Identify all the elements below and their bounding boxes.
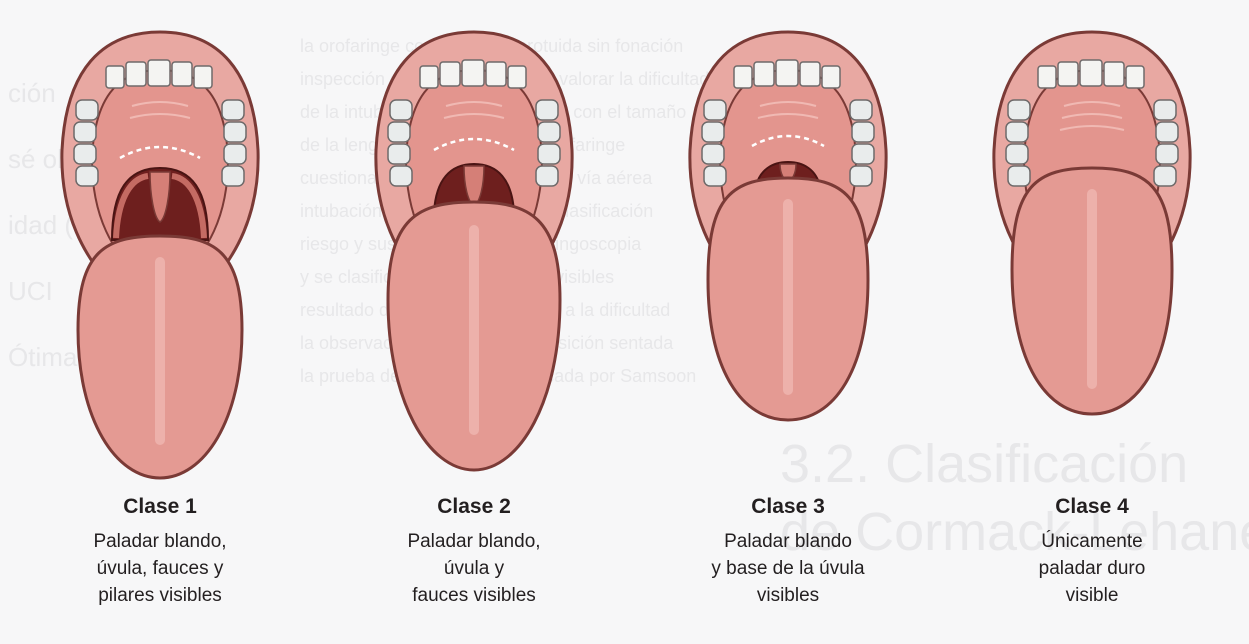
class-description-line: paladar duro [936,555,1248,582]
class-1-mouth-illustration [4,0,316,490]
class-3-caption: Clase 3 Paladar blando y base de la úvul… [632,494,944,609]
class-description-line: Únicamente [936,528,1248,555]
class-description-line: Paladar blando, [318,528,630,555]
class-title: Clase 4 [936,494,1248,520]
class-description-line: y base de la úvula [632,555,944,582]
class-4-panel: Clase 4 Únicamente paladar duro visible [936,0,1248,644]
class-title: Clase 2 [318,494,630,520]
class-description-line: Paladar blando, [4,528,316,555]
class-description-line: úvula, fauces y [4,555,316,582]
class-description-line: úvula y [318,555,630,582]
class-1-panel: Clase 1 Paladar blando, úvula, fauces y … [4,0,316,644]
class-2-panel: Clase 2 Paladar blando, úvula y fauces v… [318,0,630,644]
class-description-line: visible [936,582,1248,609]
class-title: Clase 1 [4,494,316,520]
class-description-line: pilares visibles [4,582,316,609]
class-3-mouth-illustration [632,0,944,490]
class-3-panel: Clase 3 Paladar blando y base de la úvul… [632,0,944,644]
class-title: Clase 3 [632,494,944,520]
class-4-mouth-illustration [936,0,1248,490]
class-1-caption: Clase 1 Paladar blando, úvula, fauces y … [4,494,316,609]
class-4-caption: Clase 4 Únicamente paladar duro visible [936,494,1248,609]
class-description-line: fauces visibles [318,582,630,609]
class-description-line: visibles [632,582,944,609]
class-2-mouth-illustration [318,0,630,490]
class-2-caption: Clase 2 Paladar blando, úvula y fauces v… [318,494,630,609]
class-description-line: Paladar blando [632,528,944,555]
